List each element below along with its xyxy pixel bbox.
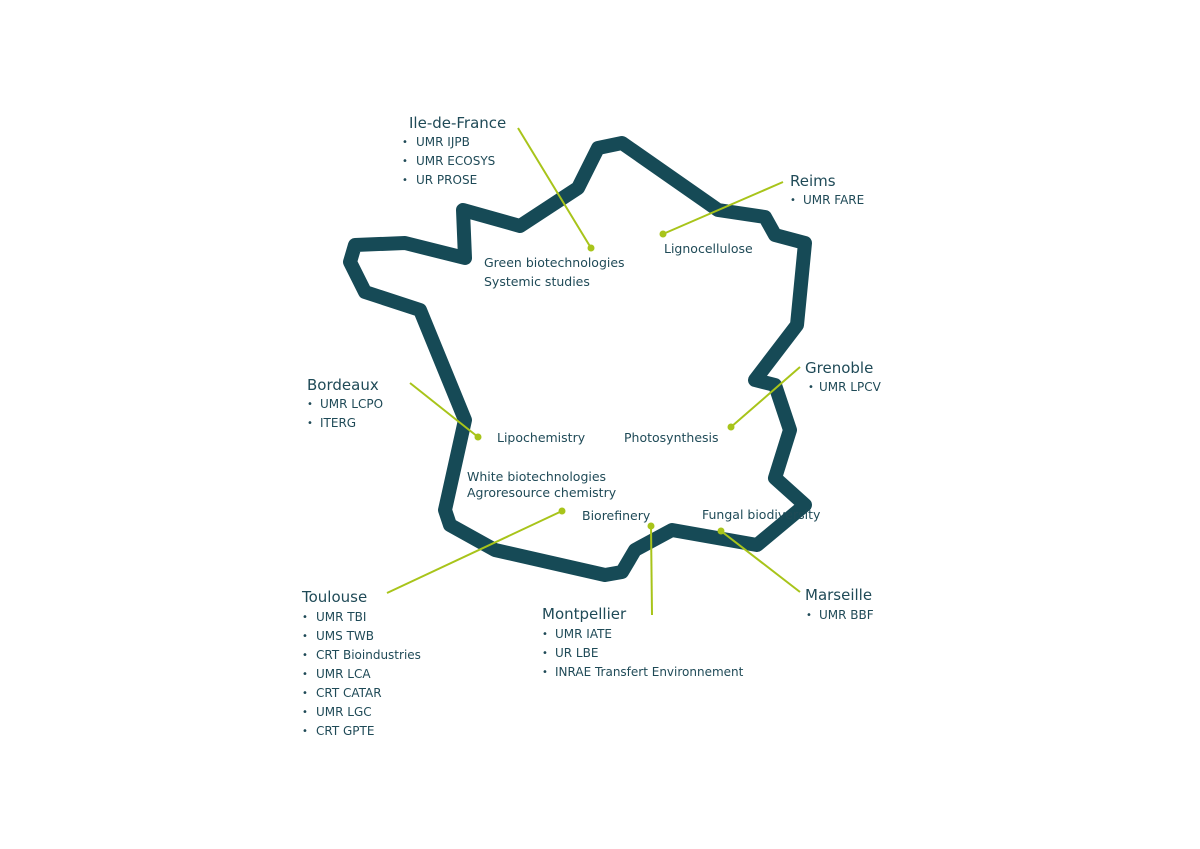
- bullet-icon: •: [542, 629, 548, 640]
- leader-dot: [727, 423, 735, 431]
- bullet-icon: •: [302, 707, 308, 718]
- city-name: Bordeaux: [307, 376, 379, 394]
- bullet-icon: •: [302, 669, 308, 680]
- lab-item: UR PROSE: [416, 173, 477, 187]
- lab-item: INRAE Transfert Environnement: [555, 665, 744, 679]
- lab-item: UMR ECOSYS: [416, 154, 495, 168]
- leader-dot: [717, 527, 725, 535]
- lab-item: UR LBE: [555, 646, 598, 660]
- city-marseille: Marseille • UMR BBF: [805, 586, 874, 622]
- lab-item: UMR IATE: [555, 627, 612, 641]
- leader-montpellier: [650, 525, 653, 616]
- bullet-icon: •: [302, 650, 308, 661]
- france-outline: [343, 136, 812, 582]
- bullet-icon: •: [302, 726, 308, 737]
- topic-systemic: Systemic studies: [484, 274, 590, 289]
- topic-ligno: Lignocellulose: [664, 241, 753, 256]
- bullet-icon: •: [302, 631, 308, 642]
- city-name: Marseille: [805, 586, 872, 604]
- lab-item: UMR LGC: [316, 705, 372, 719]
- leader-dot: [647, 522, 655, 530]
- city-grenoble: Grenoble • UMR LPCV: [805, 359, 882, 394]
- leader-lines: [386, 127, 801, 616]
- lab-item: UMR TBI: [316, 610, 366, 624]
- lab-item: CRT GPTE: [316, 724, 374, 738]
- city-labels: Ile-de-France•UMR IJPB•UMR ECOSYS•UR PRO…: [301, 114, 882, 738]
- topic-bioref: Biorefinery: [582, 508, 651, 523]
- leader-dot: [587, 244, 595, 252]
- lab-item: UMR LCA: [316, 667, 371, 681]
- bullet-icon: •: [302, 612, 308, 623]
- lab-item: CRT Bioindustries: [316, 648, 421, 662]
- leader-reims: [662, 181, 784, 235]
- lab-item: UMS TWB: [316, 629, 374, 643]
- leader-dot: [474, 433, 482, 441]
- leader-toulouse: [386, 510, 563, 594]
- city-montpellier: Montpellier • UMR IATE • UR LBE • INRAE Transf…: [542, 605, 744, 679]
- bullet-icon: •: [402, 137, 408, 148]
- leader-marseille: [720, 530, 801, 593]
- lab-item: UMR FARE: [803, 193, 864, 207]
- bullet-icon: •: [806, 610, 812, 621]
- city-name: Grenoble: [805, 359, 873, 377]
- leader-idf: [517, 127, 592, 249]
- city-idf: Ile-de-France•UMR IJPB•UMR ECOSYS•UR PRO…: [402, 114, 506, 187]
- leader-dot: [558, 507, 566, 515]
- bullet-icon: •: [307, 399, 313, 410]
- lab-item: UMR LCPO: [320, 397, 383, 411]
- city-name: Reims: [790, 172, 836, 190]
- bullet-icon: •: [808, 382, 814, 393]
- topic-labels: Green biotechnologies Systemic studies L…: [467, 241, 821, 523]
- city-name: Ile-de-France: [409, 114, 506, 132]
- bullet-icon: •: [402, 156, 408, 167]
- topic-white: White biotechnologies: [467, 469, 606, 484]
- lab-item: ITERG: [320, 416, 356, 430]
- city-reims: Reims • UMR FARE: [790, 172, 864, 207]
- leader-grenoble: [730, 366, 801, 428]
- topic-lipo: Lipochemistry: [497, 430, 586, 445]
- lab-item: UMR IJPB: [416, 135, 470, 149]
- topic-photo: Photosynthesis: [624, 430, 719, 445]
- city-name: Toulouse: [301, 588, 367, 606]
- bullet-icon: •: [307, 418, 313, 429]
- city-name: Montpellier: [542, 605, 627, 623]
- bullet-icon: •: [790, 195, 796, 206]
- bullet-icon: •: [542, 667, 548, 678]
- leader-bordeaux: [409, 382, 479, 438]
- city-toulouse: Toulouse • UMR TBI • UMS TWB • CRT Bioindustri…: [301, 588, 421, 738]
- bullet-icon: •: [402, 175, 408, 186]
- city-bordeaux: Bordeaux • UMR LCPO • ITERG: [307, 376, 383, 430]
- lab-item: CRT CATAR: [316, 686, 382, 700]
- topic-green: Green biotechnologies: [484, 255, 625, 270]
- bullet-icon: •: [542, 648, 548, 659]
- lab-item: UMR BBF: [819, 608, 874, 622]
- leader-dot: [659, 230, 667, 238]
- lab-item: UMR LPCV: [819, 380, 882, 394]
- topic-agro: Agroresource chemistry: [467, 485, 617, 500]
- bullet-icon: •: [302, 688, 308, 699]
- topic-fungal: Fungal biodiversity: [702, 507, 821, 522]
